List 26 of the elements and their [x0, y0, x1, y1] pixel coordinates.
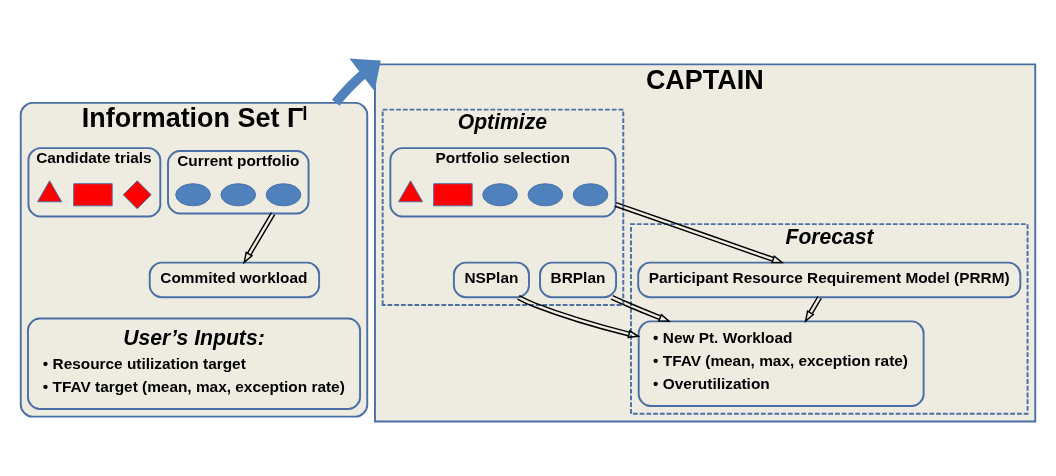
- node-box: • New Pt. Workload • TFAV (mean, max, exception rate) • Overutilization: [637, 320, 925, 407]
- node-ellipse: [482, 183, 518, 207]
- arrow: [614, 201, 785, 264]
- node-ellipse: [572, 183, 609, 207]
- node-box: BRPlan: [539, 261, 618, 299]
- node-box: [433, 183, 473, 207]
- node-ellipse: [220, 183, 257, 207]
- arrow: [332, 58, 381, 106]
- cluster: Candidate trials: [27, 147, 162, 218]
- node-ellipse: [527, 183, 564, 207]
- node-box: [73, 183, 113, 207]
- node-triangle: [398, 180, 424, 203]
- arrow: [610, 294, 672, 323]
- node-box: Commited workload: [148, 261, 321, 299]
- arrow: [243, 211, 276, 265]
- node-box: Participant Resource Requirement Model (PRRM): [637, 261, 1022, 299]
- arrow: [516, 294, 641, 339]
- cluster: Current portfolio: [167, 150, 310, 215]
- cluster: Portfolio selection: [389, 147, 617, 218]
- node-diamond: [122, 180, 152, 210]
- node-triangle: [37, 180, 63, 203]
- node-box: NSPlan: [452, 261, 530, 299]
- node-ellipse: [265, 183, 302, 207]
- node-ellipse: [175, 183, 211, 207]
- arrow: [804, 295, 822, 324]
- node-box: User’s Inputs: • Resource utilization target • TFAV target (mean, max, exception rate): [27, 317, 361, 410]
